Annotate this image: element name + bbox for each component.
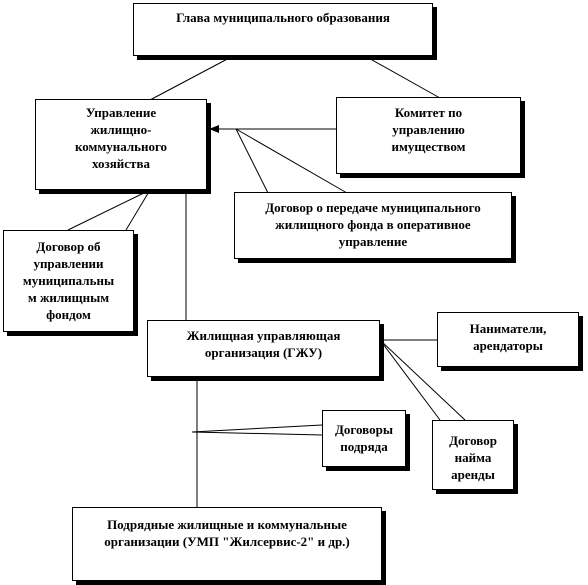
work-contracts-line-2: подряда bbox=[340, 439, 388, 454]
transfer-contract-line-2: жилищного фонда в оперативное bbox=[275, 217, 471, 232]
work-contracts-box: Договоры подряда bbox=[322, 410, 406, 467]
contractors-box: Подрядные жилищные и коммунальные органи… bbox=[72, 507, 382, 581]
callout-transfer-2 bbox=[235, 128, 348, 194]
contractors-line-1: Подрядные жилищные и коммунальные bbox=[107, 517, 347, 532]
lease-contract-line-1: Договор bbox=[449, 433, 497, 448]
lease-contract-line-2: найма bbox=[454, 450, 492, 465]
management-contract-line-1: Договор об bbox=[36, 239, 101, 254]
callout-work-2 bbox=[191, 431, 323, 436]
housing-department-line-2: жилищно- bbox=[90, 122, 152, 137]
property-committee-line-2: управлению bbox=[392, 122, 465, 137]
management-contract-box: Договор об управлении муниципальны м жил… bbox=[3, 230, 134, 332]
property-committee-line-1: Комитет по bbox=[394, 105, 463, 120]
housing-management-org-box: Жилищная управляющая организация (ГЖУ) bbox=[147, 320, 380, 377]
head-of-municipality-box: Глава муниципального образования bbox=[133, 3, 433, 56]
property-committee-line-3: имуществом bbox=[391, 139, 466, 154]
management-contract-line-3: муниципальны bbox=[22, 273, 115, 288]
contractors-line-2: организации (УМП "Жилсервис-2" и др.) bbox=[104, 534, 350, 549]
lease-contract-line-3: аренды bbox=[451, 467, 495, 482]
property-committee-box: Комитет по управлению имуществом bbox=[336, 97, 521, 174]
housing-department-line-1: Управление bbox=[85, 105, 157, 120]
transfer-contract-line-1: Договор о передаче муниципального bbox=[265, 200, 481, 215]
housing-management-org-line-1: Жилищная управляющая bbox=[186, 328, 341, 343]
callout-lease-1 bbox=[379, 339, 441, 421]
management-contract-line-5: фондом bbox=[46, 307, 91, 322]
tenants-line-1: Наниматели, bbox=[469, 321, 547, 336]
callout-lease-2 bbox=[379, 339, 466, 421]
callout-work-1 bbox=[191, 424, 323, 433]
management-contract-line-2: управлении bbox=[33, 256, 104, 271]
tenants-line-2: арендаторы bbox=[473, 338, 543, 353]
tenants-box: Наниматели, арендаторы bbox=[437, 312, 579, 367]
callout-mgmt-2 bbox=[125, 189, 151, 231]
transfer-contract-line-3: управление bbox=[338, 234, 408, 249]
line-head-housing bbox=[149, 55, 234, 101]
head-of-municipality-label: Глава муниципального образования bbox=[176, 10, 390, 25]
housing-department-line-3: коммунального bbox=[74, 139, 168, 154]
work-contracts-line-1: Договоры bbox=[334, 422, 393, 437]
housing-department-line-4: хозяйства bbox=[92, 156, 150, 171]
housing-management-org-line-2: организация (ГЖУ) bbox=[204, 345, 323, 360]
callout-mgmt-1 bbox=[67, 189, 151, 231]
lease-contract-box: Договор найма аренды bbox=[432, 420, 514, 490]
callout-transfer-1 bbox=[235, 128, 269, 194]
line-head-committee bbox=[364, 55, 441, 99]
transfer-contract-box: Договор о передаче муниципального жилищн… bbox=[234, 192, 512, 259]
housing-department-box: Управление жилищно- коммунального хозяйс… bbox=[35, 99, 207, 190]
management-contract-line-4: м жилищным bbox=[27, 290, 110, 305]
